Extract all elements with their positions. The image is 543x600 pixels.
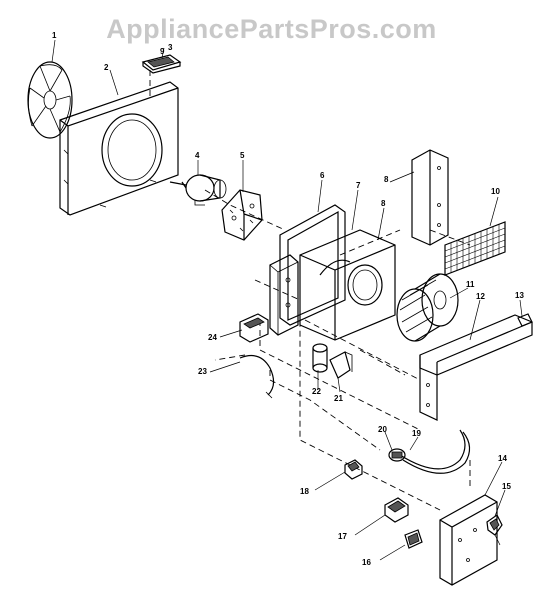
- label-24: 24: [208, 333, 217, 342]
- side-control-panel: [269, 254, 299, 336]
- mesh-filter: [444, 221, 506, 276]
- label-14: 14: [498, 454, 507, 463]
- control-switch: [221, 189, 263, 241]
- label-5: 5: [240, 151, 245, 160]
- label-12: 12: [476, 292, 485, 301]
- label-21: 21: [334, 394, 343, 403]
- label-4: 4: [195, 151, 200, 160]
- front-panel: [279, 204, 346, 326]
- capacitor-bracket: [329, 351, 353, 379]
- fan-shroud: [59, 81, 179, 216]
- watermark-text: AppliancePartsPros.com: [106, 14, 437, 44]
- label-7: 7: [356, 181, 361, 190]
- fan-blade: [27, 61, 73, 139]
- base-plate: [419, 314, 533, 421]
- label-15: 15: [502, 482, 511, 491]
- partition-bracket: [411, 149, 449, 246]
- terminal-part: [486, 514, 503, 546]
- label-8: 8: [384, 175, 389, 184]
- connector-part: [404, 529, 423, 549]
- bracket-part: [141, 54, 182, 74]
- label-22: 22: [312, 387, 321, 396]
- label-16: 16: [362, 558, 371, 567]
- clip-part: [517, 313, 533, 327]
- label-1: 1: [52, 31, 57, 40]
- label-3: 3: [168, 43, 173, 52]
- label-9: 9: [160, 47, 165, 56]
- label-17: 17: [338, 532, 347, 541]
- blower-wheel: [396, 273, 459, 342]
- wire-lead: [239, 355, 275, 399]
- label-11: 11: [466, 280, 475, 289]
- plug-part: [344, 459, 363, 480]
- leader-lines: [51, 39, 523, 561]
- capacitor: [312, 343, 328, 373]
- label-18: 18: [300, 487, 309, 496]
- electrical-panel: [439, 494, 498, 586]
- label-13: 13: [515, 291, 524, 300]
- label-19: 19: [412, 429, 421, 438]
- terminal-block: [239, 313, 269, 343]
- label-8-second: 8: [381, 199, 386, 208]
- label-10: 10: [491, 187, 500, 196]
- assembly-lines: [149, 70, 471, 511]
- thermostat-sensor: [388, 448, 406, 462]
- label-23: 23: [198, 367, 207, 376]
- label-2: 2: [104, 63, 109, 72]
- part-labels: 1 2 3 4 5 6 7 8 8 9 10 11 12 13 14 15 16…: [52, 31, 524, 567]
- wire-harness: [399, 429, 471, 474]
- scroll-housing: [299, 229, 396, 341]
- switch-block: [384, 497, 409, 523]
- label-6: 6: [320, 171, 325, 180]
- fan-motor: [169, 174, 227, 206]
- label-20: 20: [378, 425, 387, 434]
